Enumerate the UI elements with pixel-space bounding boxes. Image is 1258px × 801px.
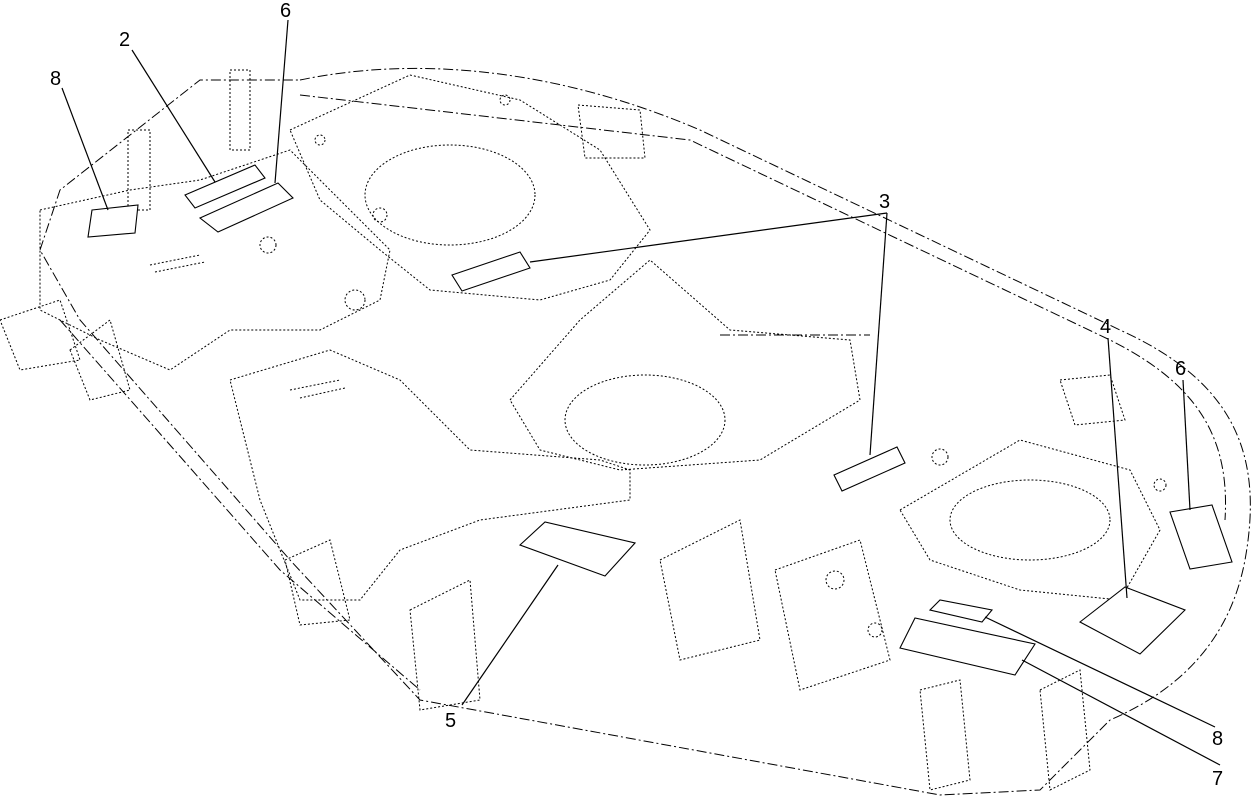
callout-8-left: 8 (50, 68, 61, 90)
decal-4 (1078, 586, 1186, 655)
decal-3-lower (833, 446, 906, 492)
leader-5 (461, 564, 559, 706)
callout-2: 2 (119, 29, 130, 51)
callout-3: 3 (879, 191, 890, 213)
leader-7 (1021, 659, 1221, 766)
leader-lines (61, 19, 1221, 766)
deck-outline (39, 67, 1251, 796)
callout-4: 4 (1100, 316, 1111, 338)
decals (87, 164, 1233, 676)
callout-8-right: 8 (1212, 728, 1223, 750)
leader-6-left (274, 19, 289, 184)
decal-6-left (198, 182, 294, 233)
leader-4 (1107, 337, 1128, 599)
callout-5: 5 (445, 710, 456, 732)
callout-6-left: 6 (280, 0, 291, 22)
decal-5 (518, 521, 637, 577)
deck-structure (0, 69, 1167, 791)
decal-6-right (1169, 504, 1233, 570)
leader-8-left (61, 87, 109, 211)
leader-3a (529, 212, 888, 263)
leader-6-right (1182, 379, 1191, 511)
leader-3b (869, 212, 888, 456)
decal-2 (184, 164, 266, 209)
decal-8-right (928, 599, 994, 623)
leader-8-right (984, 616, 1216, 728)
callout-7: 7 (1212, 768, 1223, 790)
callouts: 8 2 6 3 4 6 5 8 7 (50, 0, 1223, 790)
decal-3-upper (451, 251, 531, 292)
callout-6-right: 6 (1175, 358, 1186, 380)
leader-2 (131, 49, 216, 183)
decal-7 (899, 617, 1036, 676)
decal-8-left (87, 204, 139, 238)
